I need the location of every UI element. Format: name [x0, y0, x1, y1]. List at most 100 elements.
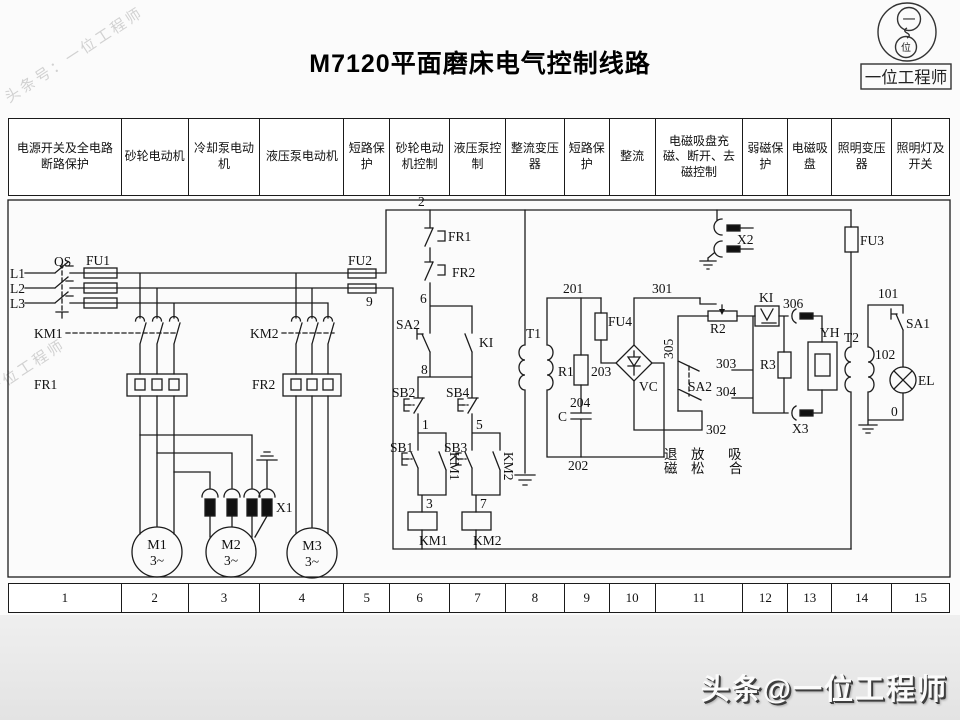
logo-top-char: 一	[902, 12, 915, 27]
r1-resistor	[573, 354, 589, 386]
column-number-label: 13	[803, 589, 817, 605]
fu4-fuse-label: FU4	[608, 314, 632, 329]
column-number-cell: 1	[9, 584, 122, 612]
motor-m3-label: M3	[302, 539, 321, 554]
logo-outer-circle	[877, 2, 937, 62]
x3-plug-pin	[799, 409, 814, 417]
engage-label-2: 合	[729, 461, 743, 476]
legend-header-cell-label: 整流变压器	[510, 141, 559, 171]
legend-header-cell-label: 整流	[620, 149, 645, 164]
km2-aux-label: KM2	[501, 452, 516, 481]
r3-resistor-label: R3	[760, 357, 776, 372]
motor-m2	[205, 526, 257, 578]
x2-connector	[699, 209, 754, 270]
logo-body-circle	[894, 35, 918, 59]
wire-5-label: 5	[476, 417, 483, 432]
t1-transformer-label: T1	[526, 326, 541, 341]
legend-header-cell-label: 砂轮电动机	[124, 149, 185, 164]
motor-m1-label: M1	[147, 538, 166, 553]
wire-9-label: 9	[366, 294, 373, 309]
column-number-cell: 12	[743, 584, 789, 612]
x1-connector-label: X1	[276, 500, 293, 515]
vc-diode	[626, 350, 642, 376]
legend-header-cell: 液压泵控制	[450, 119, 506, 195]
x1-connector	[139, 434, 278, 538]
footer-brand-text: 头条@一位工程师	[700, 674, 948, 706]
fu3-fuse-label: FU3	[860, 233, 884, 248]
column-number-cell: 7	[450, 584, 506, 612]
yh-chuck-coil	[814, 353, 831, 377]
legend-header-cell-label: 电源开关及全电路断路保护	[16, 141, 113, 171]
logo-box	[860, 63, 952, 90]
column-number-cell: 3	[189, 584, 261, 612]
legend-header-cell: 短路保护	[565, 119, 610, 195]
ki-relay-label: KI	[759, 290, 774, 305]
legend-header-cell: 电磁吸盘	[788, 119, 833, 195]
el-lamp	[889, 366, 917, 394]
sa1-switch-label: SA1	[906, 316, 930, 331]
thermal-relay-heaters	[126, 373, 342, 535]
x306-plug-pin	[799, 312, 814, 320]
km1-coil	[407, 511, 438, 531]
pushbutton-operators	[401, 398, 464, 466]
sb3-button-label: SB3	[444, 440, 468, 455]
el-lamp-label: EL	[918, 373, 935, 388]
phase-l3-label: L3	[10, 296, 25, 311]
km2-coil	[461, 511, 492, 531]
fu4-fuse	[594, 312, 608, 341]
power-supply-section	[24, 261, 377, 319]
km1-coil-label: KM1	[419, 533, 448, 548]
column-number-label: 3	[220, 589, 228, 605]
wire-102-label: 102	[875, 347, 895, 362]
wire-204-label: 204	[570, 395, 591, 410]
km2-main-label: KM2	[250, 326, 279, 341]
fr1-heater-box	[126, 373, 188, 397]
column-number-label: 8	[531, 589, 539, 605]
logo-squiggle	[904, 27, 910, 39]
legend-header-cell-label: 电磁吸盘充磁、断开、去磁控制	[663, 133, 736, 179]
column-number-cell: 13	[788, 584, 833, 612]
column-number-label: 15	[914, 589, 928, 605]
wire-302-label: 302	[706, 422, 726, 437]
wire-6-label: 6	[420, 291, 427, 306]
column-number-cell: 9	[565, 584, 610, 612]
motor-m3-phase: 3~	[305, 554, 319, 569]
legend-header-cell: 冷却泵电动机	[189, 119, 261, 195]
column-number-label: 12	[758, 589, 772, 605]
wire-101-label: 101	[878, 286, 898, 301]
wire-0-label: 0	[891, 404, 898, 419]
column-number-label: 6	[416, 589, 423, 605]
logo-box-label: 一位工程师	[865, 68, 948, 87]
fu1-fuse	[83, 267, 118, 279]
legend-header-cell: 电源开关及全电路断路保护	[9, 119, 122, 195]
page-title: M7120平面磨床电气控制线路	[309, 50, 651, 78]
legend-header-cell: 弱磁保护	[743, 119, 789, 195]
t2-transformer-label: T2	[844, 330, 859, 345]
x2-connector-label: X2	[737, 232, 754, 247]
fu3-fuse	[844, 226, 859, 253]
r3-resistor	[777, 351, 792, 379]
engineer-logo: 一 位 一位工程师	[860, 2, 952, 90]
motor-control-branch	[401, 209, 501, 550]
circuit-outer-border	[7, 199, 951, 578]
column-number-label: 5	[363, 589, 370, 605]
wire-203-label: 203	[591, 364, 612, 379]
fr2-heater-box	[282, 373, 342, 397]
column-number-cell: 6	[390, 584, 451, 612]
wire-7-label: 7	[480, 496, 487, 511]
motor-m1-phase: 3~	[150, 553, 164, 568]
legend-header-cell-label: 电磁吸盘	[791, 141, 828, 171]
legend-header-cell: 照明灯及开关	[892, 119, 949, 195]
km1-main-label: KM1	[34, 326, 63, 341]
fu2-and-control-rails	[347, 209, 852, 550]
legend-header-row: 电源开关及全电路断路保护砂轮电动机冷却泵电动机液压泵电动机短路保护砂轮电动机控制…	[8, 118, 950, 196]
capacitor-label: C	[558, 409, 567, 424]
phase-l1-label: L1	[10, 266, 25, 281]
sb4-button-label: SB4	[446, 385, 470, 400]
column-number-label: 11	[692, 589, 706, 605]
column-number-cell: 8	[506, 584, 565, 612]
legend-header-cell-label: 短路保护	[568, 141, 605, 171]
wire-3-label: 3	[426, 496, 433, 511]
column-number-cell: 14	[832, 584, 893, 612]
